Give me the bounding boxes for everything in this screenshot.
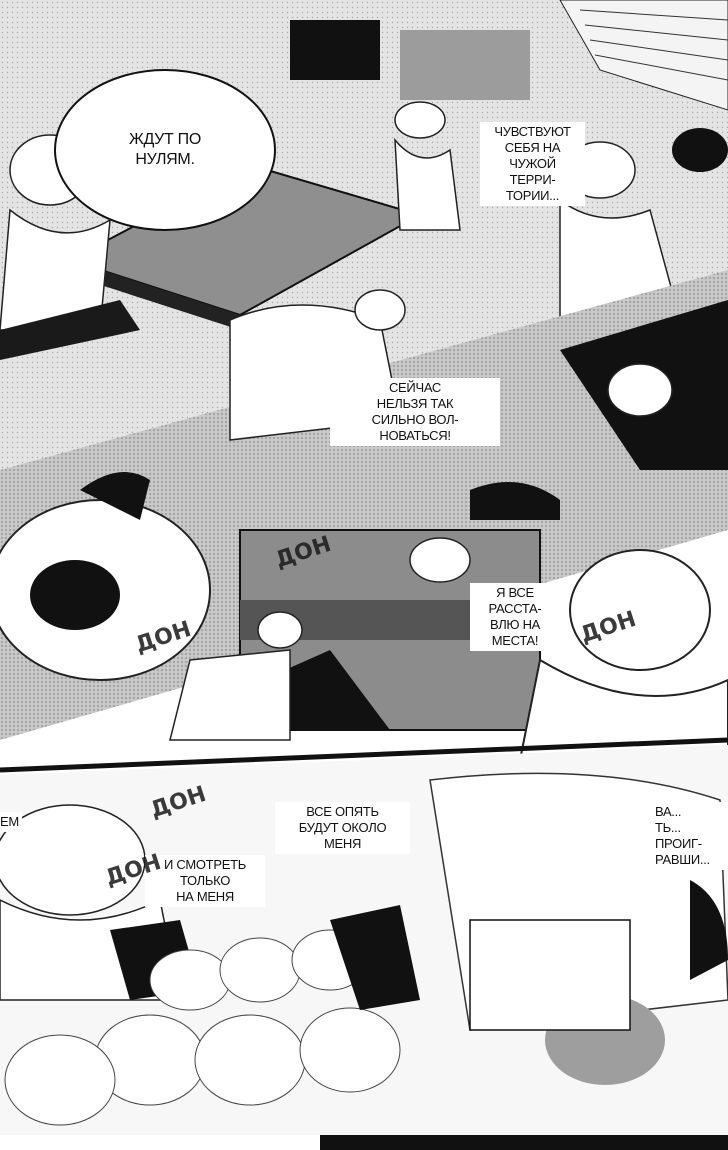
caption-box: ЕМ (0, 812, 22, 832)
caption-box: ВА... ТЬ... ПРОИГ- РАВШИ... (655, 802, 728, 870)
caption-box: ВСЕ ОПЯТЬ БУДУТ ОКОЛО МЕНЯ (275, 802, 410, 854)
panel-3 (169, 529, 728, 761)
caption-box: ЧУВСТВУЮТ СЕБЯ НА ЧУЖОЙ ТЕРРИ- ТОРИИ... (480, 122, 585, 206)
caption-box: СЕЙЧАС НЕЛЬЗЯ ТАК СИЛЬНО ВОЛ- НОВАТЬСЯ! (330, 378, 500, 446)
caption-box: Я ВСЕ РАССТА- ВЛЮ НА МЕСТА! (470, 583, 560, 651)
panel-4 (0, 745, 728, 1135)
caption-box: И СМОТРЕТЬ ТОЛЬКО НА МЕНЯ (145, 855, 265, 907)
speech-bubble-text: ЖДУТ ПО НУЛЯМ. (128, 131, 202, 168)
panel-2 (0, 270, 728, 740)
